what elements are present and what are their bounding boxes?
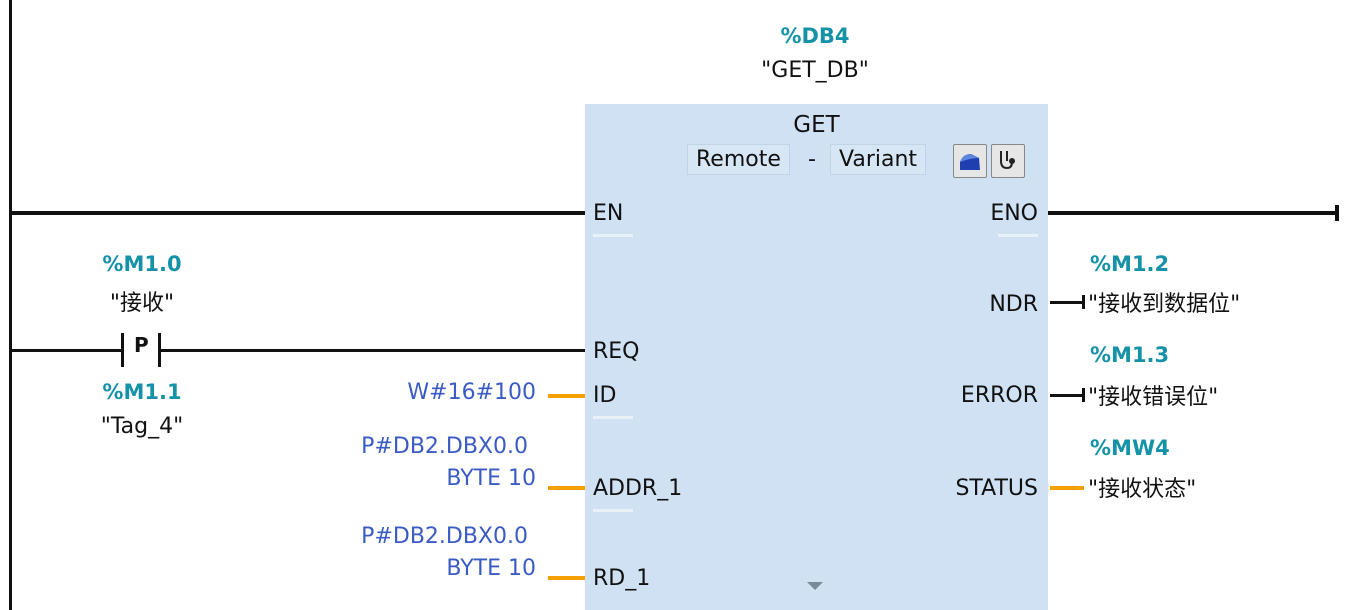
id-wire <box>548 394 585 398</box>
expand-pins-arrow-icon[interactable] <box>807 582 823 590</box>
instance-db-address[interactable]: %DB4 <box>780 24 850 48</box>
block-title: GET <box>793 112 840 138</box>
ndr-wire <box>1050 301 1084 304</box>
diagnostics-stethoscope-icon[interactable] <box>991 144 1025 178</box>
pin-eno-underline <box>998 234 1038 237</box>
edge-memory-address[interactable]: %M1.1 <box>102 380 182 404</box>
ndr-address[interactable]: %M1.2 <box>1090 252 1170 276</box>
pin-en[interactable]: EN <box>593 201 624 226</box>
pin-addr1-underline <box>593 509 633 512</box>
status-wire <box>1050 486 1084 490</box>
pin-id[interactable]: ID <box>593 383 617 408</box>
rd1-param-line1[interactable]: P#DB2.DBX0.0 <box>361 524 528 549</box>
eno-wire-end <box>1335 205 1339 221</box>
ndr-wire-end <box>1082 295 1085 309</box>
pin-id-underline <box>593 416 633 419</box>
error-address[interactable]: %M1.3 <box>1090 343 1170 367</box>
left-power-rail <box>9 0 12 610</box>
status-address[interactable]: %MW4 <box>1090 436 1170 460</box>
pin-rd1[interactable]: RD_1 <box>593 566 651 591</box>
error-wire <box>1050 394 1084 397</box>
status-name[interactable]: "接收状态" <box>1088 477 1197 502</box>
req-wire-right <box>160 349 585 352</box>
eno-wire <box>1048 211 1338 215</box>
block-open-icon[interactable] <box>953 144 987 178</box>
get-function-block[interactable]: GET Remote - Variant EN REQ ID ADDR_1 RD… <box>585 104 1048 610</box>
pin-error[interactable]: ERROR <box>960 383 1038 408</box>
contact-name[interactable]: "接收" <box>109 291 175 316</box>
addr1-param-line1[interactable]: P#DB2.DBX0.0 <box>361 434 528 459</box>
rd1-wire <box>548 576 585 580</box>
mode-variant-dropdown[interactable]: Variant <box>830 144 927 175</box>
edge-memory-name[interactable]: "Tag_4" <box>100 414 184 439</box>
addr1-param-line2[interactable]: BYTE 10 <box>446 466 536 491</box>
mode-separator: - <box>808 147 816 172</box>
error-wire-end <box>1082 388 1085 402</box>
contact-left-bar <box>121 333 124 367</box>
contact-address[interactable]: %M1.0 <box>102 252 182 276</box>
pin-status[interactable]: STATUS <box>955 476 1038 501</box>
ndr-name[interactable]: "接收到数据位" <box>1088 292 1241 317</box>
pin-en-underline <box>593 234 633 237</box>
addr1-wire <box>548 486 585 490</box>
pin-eno[interactable]: ENO <box>990 201 1038 226</box>
req-wire-left <box>10 349 122 352</box>
contact-right-bar <box>158 333 161 367</box>
pin-addr1[interactable]: ADDR_1 <box>593 476 683 501</box>
mode-remote-dropdown[interactable]: Remote <box>687 144 790 175</box>
rd1-param-line2[interactable]: BYTE 10 <box>446 556 536 581</box>
en-wire <box>10 211 585 215</box>
pin-req[interactable]: REQ <box>593 339 640 364</box>
instance-db-name[interactable]: "GET_DB" <box>761 58 869 83</box>
error-name[interactable]: "接收错误位" <box>1088 385 1219 410</box>
contact-type-label[interactable]: P <box>134 333 149 357</box>
pin-ndr[interactable]: NDR <box>989 292 1038 317</box>
id-param-value[interactable]: W#16#100 <box>407 380 536 405</box>
